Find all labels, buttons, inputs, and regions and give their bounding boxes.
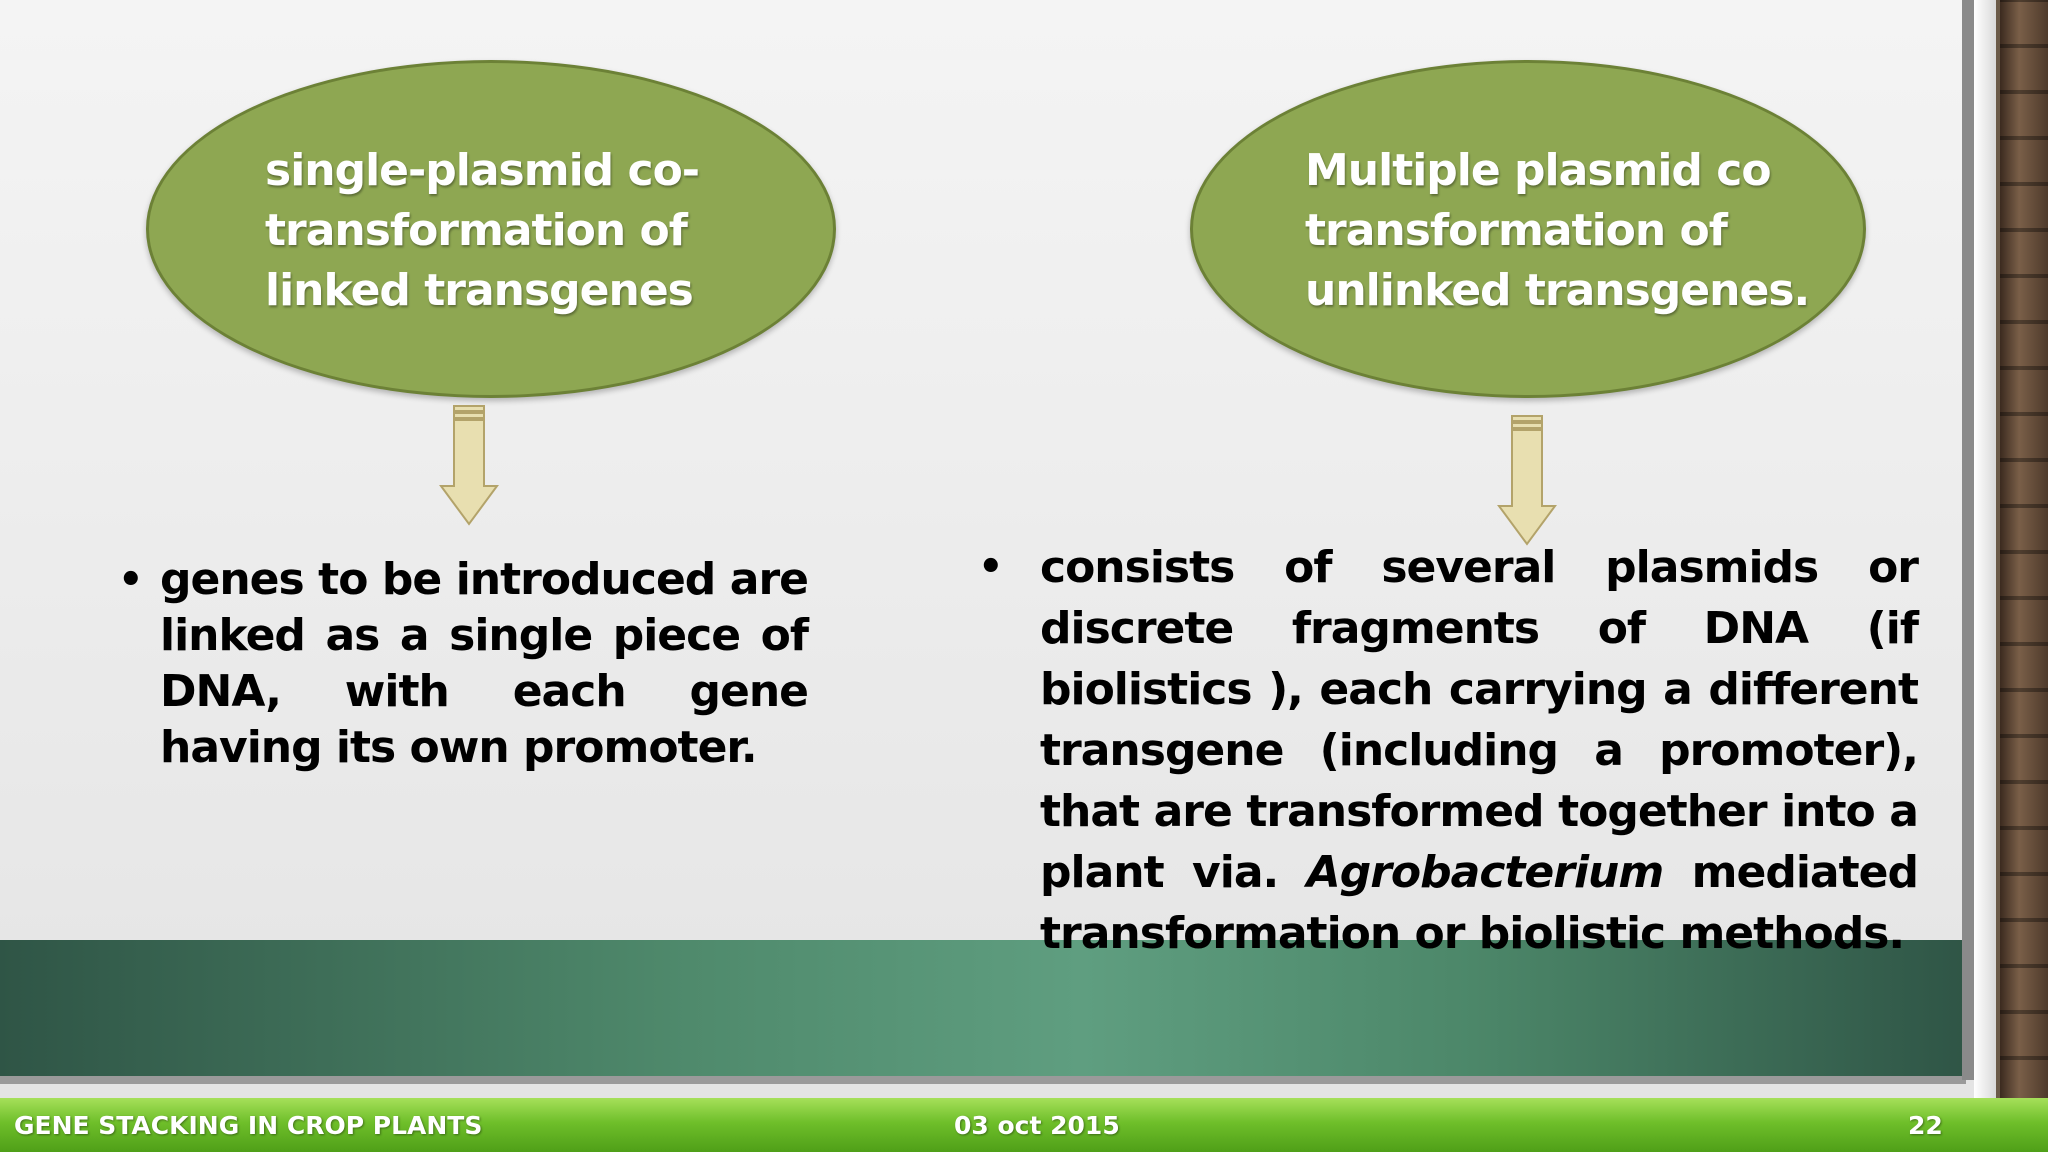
left-bullet-item: • genes to be introduced are linked as a… [118,552,809,776]
left-concept-ellipse: single-plasmid co- transformation of lin… [146,60,836,398]
slide-frame-border [1974,0,1996,1098]
footer-bar: GENE STACKING IN CROP PLANTS 03 oct 2015… [0,1098,2048,1152]
slide: single-plasmid co- transformation of lin… [0,0,1996,1098]
page-number: 22 [1908,1111,1943,1140]
right-bullet-text-part2: mediated transformation or biolistic met… [1040,847,1919,959]
left-down-arrow-icon [439,405,499,526]
left-bullet-text: genes to be introduced are linked as a s… [160,554,809,773]
left-concept-title: single-plasmid co- transformation of lin… [265,145,700,316]
background-texture [2000,0,2048,1152]
bullet-icon: • [118,557,144,603]
footer-title: GENE STACKING IN CROP PLANTS [14,1111,483,1140]
footer-date: 03 oct 2015 [954,1111,1120,1140]
right-concept-ellipse: Multiple plasmid co transformation of un… [1190,60,1866,398]
band-shadow [0,1076,1966,1084]
right-bullet-italic: Agrobacterium [1306,847,1665,898]
decorative-band [0,940,1966,1076]
right-concept-title: Multiple plasmid co transformation of un… [1305,145,1810,316]
bullet-icon: • [978,544,1004,590]
right-down-arrow-icon [1497,415,1557,546]
right-bullet-text-part1: consists of several plasmids or discrete… [1040,542,1919,898]
slide-frame-edge [1962,0,1974,1080]
right-bullet-text: consists of several plasmids or discrete… [1040,537,1919,964]
right-bullet-item: • consists of several plasmids or discre… [978,537,1919,964]
